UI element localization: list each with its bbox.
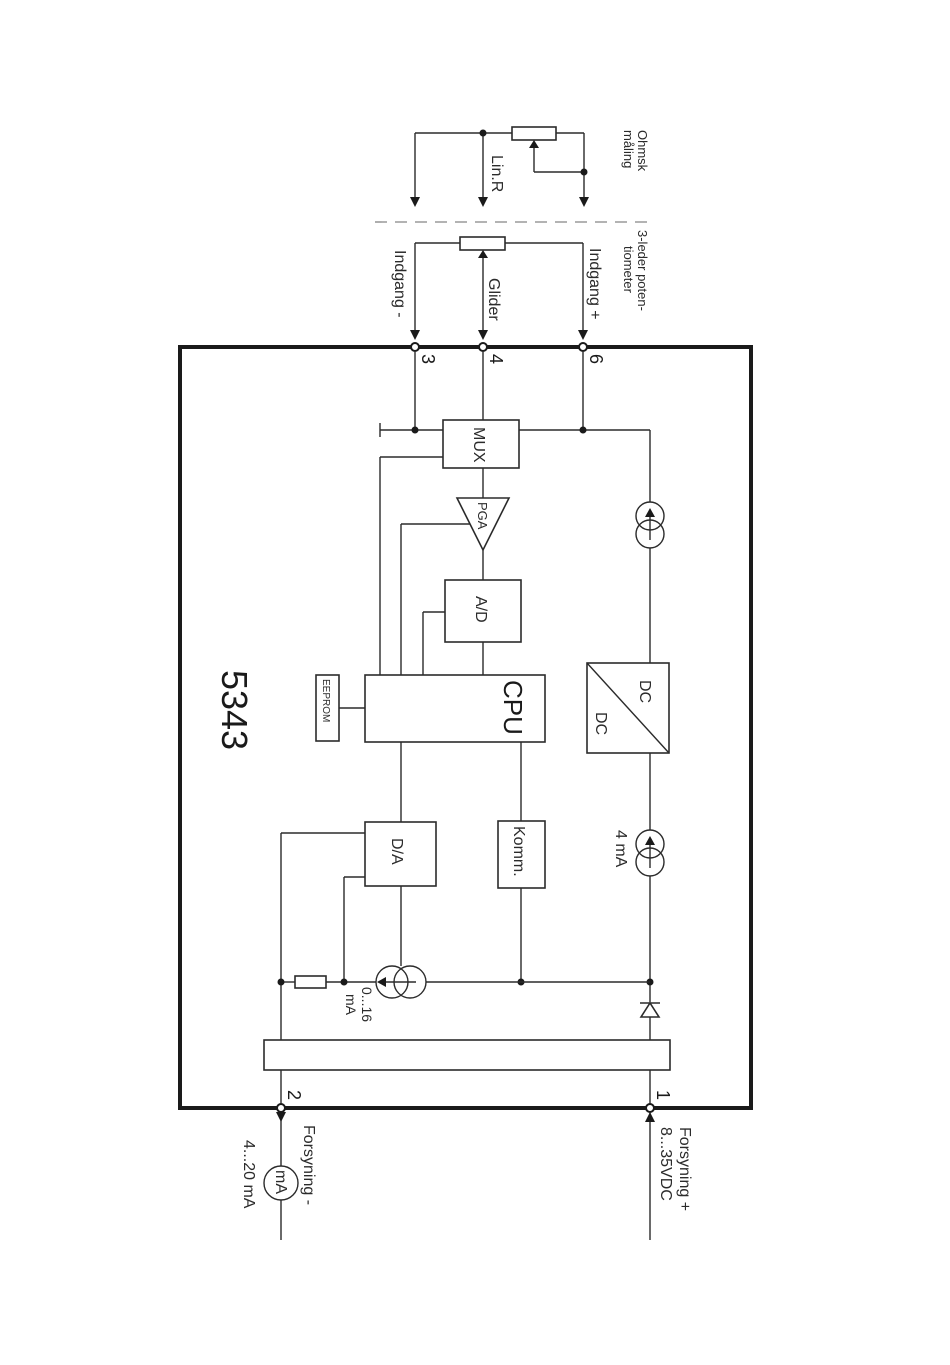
arrow-icon (478, 330, 488, 340)
label-0-16-line1: 0...16 (359, 987, 375, 1022)
label-4ma: 4 mA (612, 830, 629, 868)
terminal-4-label: 4 (486, 354, 506, 364)
diode-icon (640, 1003, 660, 1017)
label-glider: Glider (485, 278, 502, 321)
label-pot-line1: 3-leder poten- (635, 230, 650, 311)
sense-resistor (295, 976, 326, 988)
label-supply-voltage: 8...35VDC (657, 1127, 674, 1201)
eeprom-label: EEPROM (320, 679, 331, 722)
label-indgang-minus: Indgang - (391, 250, 408, 318)
terminal-4 (479, 343, 487, 351)
dcdc-label-bottom: DC (592, 712, 609, 735)
terminal-6-label: 6 (586, 354, 606, 364)
resistance-resistor (512, 127, 556, 140)
label-0-16-line2: mA (343, 994, 359, 1016)
label-forsyning-plus: Forsyning + (676, 1127, 693, 1211)
terminal-3 (411, 343, 419, 351)
dcdc-label-top: DC (636, 680, 653, 703)
meter-label: mA (272, 1170, 289, 1194)
mux-label: MUX (470, 427, 487, 463)
label-forsyning-minus: Forsyning - (300, 1125, 317, 1205)
arrow-icon (578, 330, 588, 340)
label-lin-r: Lin.R (488, 155, 505, 192)
terminal-2-label: 2 (284, 1090, 304, 1100)
label-ohmsk: Ohmsk (635, 130, 650, 172)
potentiometer-resistor (460, 237, 505, 250)
arrow-icon (410, 330, 420, 340)
terminal-1-label: 1 (653, 1090, 673, 1100)
arrow-icon (276, 1112, 286, 1122)
current-source-icon (636, 502, 664, 548)
label-maling: måling (621, 130, 636, 168)
terminal-1 (646, 1104, 654, 1112)
arrow-icon (478, 197, 488, 207)
model-number: 5343 (214, 670, 255, 750)
komm-label: Komm. (510, 826, 527, 877)
terminal-2 (277, 1104, 285, 1112)
label-indgang-plus: Indgang + (586, 248, 603, 320)
label-loop-current: 4...20 mA (240, 1140, 257, 1209)
terminal-6 (579, 343, 587, 351)
da-label: D/A (388, 838, 405, 865)
arrow-icon (579, 197, 589, 207)
cpu-label: CPU (498, 680, 528, 735)
protection-block (264, 1040, 670, 1070)
label-pot-line2: tiometer (621, 246, 636, 294)
ad-label: A/D (472, 596, 489, 623)
pga-label: PGA (475, 502, 490, 530)
terminal-3-label: 3 (418, 354, 438, 364)
current-source-4ma-icon (636, 830, 664, 876)
arrow-icon (410, 197, 420, 207)
arrow-icon (645, 1112, 655, 1122)
output-current-source-icon (376, 966, 426, 998)
